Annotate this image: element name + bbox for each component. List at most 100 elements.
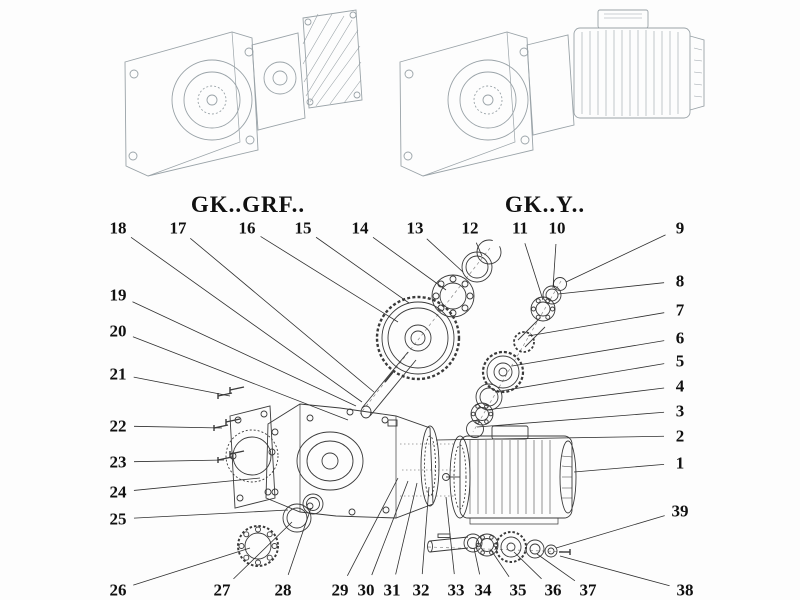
callout-label-30: 30 xyxy=(357,580,375,600)
callout-label-23: 23 xyxy=(109,452,127,472)
leader-line-20 xyxy=(132,336,349,421)
leader-line-1 xyxy=(573,463,665,473)
leader-line-38 xyxy=(559,555,670,587)
leader-line-5 xyxy=(494,363,665,393)
callout-label-25: 25 xyxy=(109,509,127,529)
leader-line-23 xyxy=(133,459,225,463)
callout-label-11: 11 xyxy=(511,218,529,238)
gearbox-housing xyxy=(265,403,440,519)
callout-label-26: 26 xyxy=(109,580,127,600)
callout-label-7: 7 xyxy=(675,300,685,320)
callout-label-19: 19 xyxy=(109,285,127,305)
callout-label-36: 36 xyxy=(544,580,562,600)
leader-line-24 xyxy=(133,477,261,491)
leader-line-31 xyxy=(395,482,418,575)
callout-label-38: 38 xyxy=(676,580,694,600)
leader-line-37 xyxy=(536,553,576,582)
reference-drawing-gky xyxy=(399,9,705,177)
callout-label-15: 15 xyxy=(294,218,312,238)
leader-line-8 xyxy=(557,282,665,295)
output-shaft-assembly xyxy=(427,531,571,563)
main-bearing xyxy=(431,274,475,318)
leader-line-7 xyxy=(527,312,665,337)
leader-line-11 xyxy=(524,243,544,301)
callout-label-34: 34 xyxy=(474,580,492,600)
leader-line-9 xyxy=(565,234,666,283)
output-bearing-gear xyxy=(237,525,279,567)
variant-title-gkgrf: GK..GRF.. xyxy=(190,192,306,217)
callout-label-27: 27 xyxy=(213,580,231,600)
callout-label-22: 22 xyxy=(109,416,127,436)
input-lower-bearing xyxy=(470,402,494,426)
leader-line-16 xyxy=(260,236,399,323)
callout-label-35: 35 xyxy=(509,580,527,600)
electric-motor xyxy=(442,425,577,525)
leader-line-21 xyxy=(133,376,231,397)
leader-line-6 xyxy=(511,340,665,367)
leader-line-13 xyxy=(426,238,464,273)
callout-label-17: 17 xyxy=(169,218,187,238)
exploded-view xyxy=(213,239,577,567)
input-snap-ring xyxy=(553,277,567,291)
callout-label-29: 29 xyxy=(331,580,349,600)
leader-line-15 xyxy=(315,236,410,304)
callout-label-28: 28 xyxy=(274,580,292,600)
callout-label-33: 33 xyxy=(447,580,465,600)
callout-label-21: 21 xyxy=(109,364,127,384)
main-helical-gear xyxy=(375,295,461,381)
variant-title-gky: GK..Y.. xyxy=(504,192,586,217)
callout-label-8: 8 xyxy=(675,271,685,291)
leader-line-33 xyxy=(445,496,455,575)
output-washer xyxy=(302,493,324,515)
spacer-ring xyxy=(461,251,493,283)
leader-line-17 xyxy=(190,237,375,393)
leader-line-25 xyxy=(133,509,289,519)
callout-label-32: 32 xyxy=(412,580,430,600)
leader-line-34 xyxy=(473,547,481,575)
leader-line-28 xyxy=(287,507,312,575)
callout-label-13: 13 xyxy=(406,218,424,238)
leader-lines xyxy=(130,234,670,587)
leader-line-2 xyxy=(435,435,665,441)
leader-line-32 xyxy=(421,486,430,575)
leader-line-30 xyxy=(371,480,409,576)
callout-label-9: 9 xyxy=(675,218,685,238)
leader-line-27 xyxy=(233,521,293,580)
callout-label-18: 18 xyxy=(109,218,127,238)
callout-label-24: 24 xyxy=(109,482,127,502)
leader-line-29 xyxy=(347,477,399,576)
callout-label-14: 14 xyxy=(351,218,369,238)
leader-line-39 xyxy=(555,515,665,549)
leader-line-22 xyxy=(133,425,223,429)
leader-line-35 xyxy=(490,549,510,577)
pinion-shaft xyxy=(360,351,417,419)
leader-line-3 xyxy=(476,411,665,428)
callout-label-5: 5 xyxy=(675,351,685,371)
input-seal-ring xyxy=(466,420,484,438)
callout-label-3: 3 xyxy=(675,401,685,421)
leader-line-12 xyxy=(475,242,483,257)
callout-label-12: 12 xyxy=(461,218,479,238)
leader-line-19 xyxy=(132,301,357,407)
callout-label-20: 20 xyxy=(109,321,127,341)
callout-label-4: 4 xyxy=(675,376,685,396)
leader-line-18 xyxy=(130,236,363,403)
callout-label-16: 16 xyxy=(238,218,256,238)
input-gear xyxy=(481,350,525,394)
callout-label-1: 1 xyxy=(675,453,685,473)
callout-label-10: 10 xyxy=(548,218,566,238)
leader-line-26 xyxy=(133,547,251,586)
leader-line-4 xyxy=(485,387,665,411)
callout-label-6: 6 xyxy=(675,328,685,348)
callout-label-31: 31 xyxy=(383,580,401,600)
flange-bolts xyxy=(213,386,245,463)
bevel-pinion xyxy=(513,319,546,353)
reference-drawing-gkgrf xyxy=(124,9,363,177)
leader-line-10 xyxy=(552,243,557,289)
callout-label-2: 2 xyxy=(675,426,685,446)
leader-line-36 xyxy=(513,551,542,580)
leader-line-14 xyxy=(372,237,447,291)
mounting-flange xyxy=(225,405,279,509)
